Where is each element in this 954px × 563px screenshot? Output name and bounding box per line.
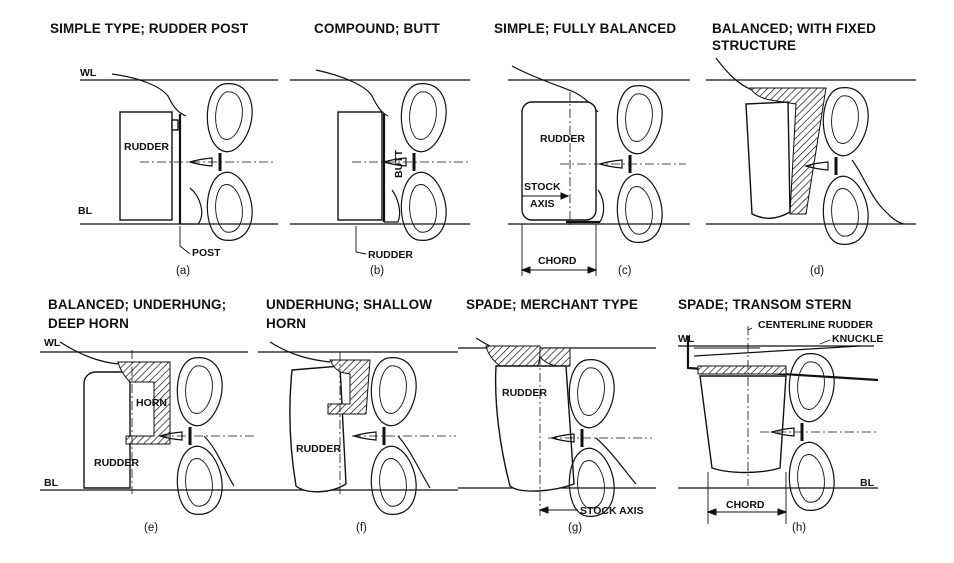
panel-e-caption: (e) [144,522,158,534]
panel-c-rudder-blade [521,101,597,221]
panel-h-bl-label: BL [860,477,875,489]
panel-c: SIMPLE; FULLY BALANCED RUDDER STOCK AXIS… [494,21,690,277]
panel-h-fixed-structure [697,365,787,375]
panel-g-caption: (g) [568,522,582,534]
panel-b-rudder-blade [337,111,383,221]
panel-f-horn [327,359,371,415]
panel-e-horn [117,361,171,445]
panel-b-rudder-label: RUDDER [368,249,413,261]
panel-h-rudder-blade [699,375,787,474]
panel-h-chord-label: CHORD [726,499,765,511]
panel-a-post-label: POST [192,247,221,259]
panel-g-title: SPADE; MERCHANT TYPE [466,297,638,312]
panel-d: BALANCED; WITH FIXED STRUCTURE (d) [706,21,916,277]
panel-h-title: SPADE; TRANSOM STERN [678,297,852,312]
panel-e-rudder-blade [83,371,131,489]
panel-h-caption: (h) [792,522,806,534]
panel-c-rudder-label: RUDDER [540,133,585,145]
panel-f-rudder-blade [289,365,347,493]
panel-c-title: SIMPLE; FULLY BALANCED [494,21,676,36]
panel-a-rudder-label: RUDDER [124,141,169,153]
panel-d-title-line1: BALANCED; WITH FIXED [712,21,876,36]
panel-g-fixed-structure [535,347,571,367]
panel-f-title-line2: HORN [266,316,306,331]
panel-g-rudder-blade [494,365,575,492]
panel-b: COMPOUND; BUTT BUTT RUDDER (b) [290,21,470,277]
panel-d-fixed-structure [749,87,827,215]
panel-g-rudder-label: RUDDER [502,387,547,399]
panel-c-chord-label: CHORD [538,255,577,267]
panel-f-title-line1: UNDERHUNG; SHALLOW [266,297,432,312]
panel-e-bl-label: BL [44,477,59,489]
panel-c-stock-label: STOCK [524,181,561,193]
panel-h: SPADE; TRANSOM STERN WL BL CENTERLINE RU… [678,297,883,534]
panel-a-rudder-blade [119,111,173,221]
panel-g-stock-axis-label: STOCK AXIS [580,505,644,517]
panel-a-title: SIMPLE TYPE; RUDDER POST [50,21,249,36]
panel-f: UNDERHUNG; SHALLOW HORN RUDDER (f) [258,297,458,534]
panel-h-wl-label: WL [678,333,695,345]
panel-a: SIMPLE TYPE; RUDDER POST WL BL RUDDER PO… [50,21,278,277]
panel-f-rudder-label: RUDDER [296,443,341,455]
panel-f-caption: (f) [356,522,367,534]
panel-e-wl-label: WL [44,337,61,349]
panel-e-horn-label: HORN [136,397,167,409]
panel-g: SPADE; MERCHANT TYPE RUDDER STOCK AXIS (… [458,297,656,534]
panel-c-caption: (c) [618,265,632,277]
panel-d-rudder-blade [745,101,791,219]
panel-b-butt-label: BUTT [393,149,405,178]
panel-e: BALANCED; UNDERHUNG; DEEP HORN WL BL HOR… [40,297,258,534]
panel-h-centerline-rudder-label: CENTERLINE RUDDER [758,319,873,331]
panel-c-axis-label: AXIS [530,198,555,210]
panel-e-title-line1: BALANCED; UNDERHUNG; [48,297,226,312]
panel-a-wl-label: WL [80,67,97,79]
panel-a-caption: (a) [176,265,190,277]
panel-h-knuckle-label: KNUCKLE [832,333,883,345]
panel-b-caption: (b) [370,265,384,277]
panel-d-title-line2: STRUCTURE [712,38,796,53]
panel-d-caption: (d) [810,265,824,277]
panel-e-rudder-label: RUDDER [94,457,139,469]
panel-a-bl-label: BL [78,205,93,217]
panel-e-title-line2: DEEP HORN [48,316,129,331]
panel-b-title: COMPOUND; BUTT [314,21,441,36]
